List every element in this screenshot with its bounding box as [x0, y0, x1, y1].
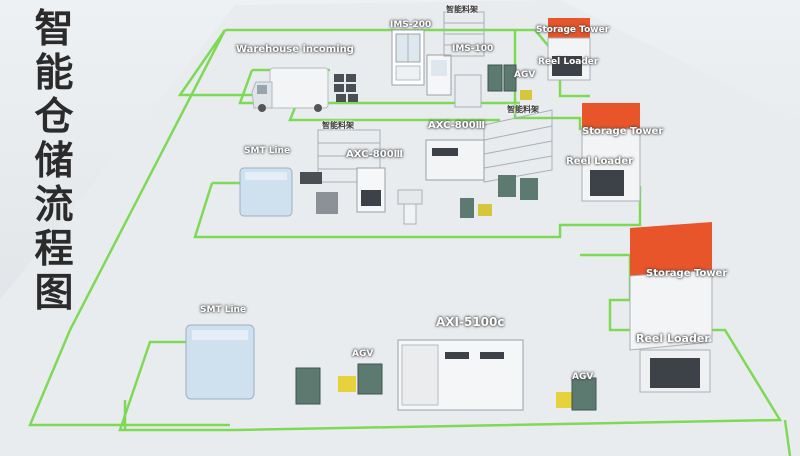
ims-200-cabinet — [391, 29, 425, 86]
smt-line-1-machine — [239, 167, 293, 217]
label-agv-3: AGV — [572, 372, 594, 382]
label-agv-1: AGV — [514, 70, 536, 80]
route-right-edge — [783, 419, 792, 456]
label-storage-tower-3: Storage Tower — [646, 268, 728, 279]
label-storage-tower-2: Storage Tower — [582, 126, 664, 137]
warehouse-carts — [454, 64, 532, 108]
title-char: 智 — [34, 7, 74, 52]
label-smt-line-2: SMT Line — [200, 305, 247, 315]
axc-800-machine-a — [425, 139, 485, 181]
label-storage-tower-1: Storage Tower — [536, 25, 610, 35]
warehouse-rack — [443, 11, 485, 57]
route-warehouse-bottom — [238, 69, 520, 105]
title-char: 图 — [34, 271, 74, 316]
storage-tower-1 — [547, 18, 591, 81]
label-smart-rack-1: 智能料架 — [446, 5, 478, 14]
agv-cart-2 — [556, 377, 597, 411]
label-reel-loader-2: Reel Loader — [566, 156, 634, 167]
label-reel-loader-1: Reel Loader — [538, 57, 599, 67]
warehouse-truck — [251, 67, 329, 112]
route-mid-loop — [193, 182, 642, 239]
mid-tables — [397, 189, 423, 225]
agv-cart-1 — [295, 363, 383, 405]
diagram-title: 智 能 仓 储 流 程 图 — [30, 8, 78, 316]
axi-5100c-machine — [397, 339, 524, 411]
label-axc-800-b: AXC-800Ⅲ — [346, 149, 404, 160]
mid-carts — [300, 172, 538, 218]
label-axi-5100c: AXI-5100c — [436, 315, 505, 329]
smt-line-2-machine — [185, 324, 255, 400]
label-axc-800-a: AXC-800Ⅲ — [428, 120, 486, 131]
title-char: 仓 — [34, 95, 74, 140]
title-char: 程 — [34, 227, 74, 272]
label-reel-loader-3: Reel Loader — [636, 332, 710, 345]
label-warehouse-incoming: Warehouse incoming — [236, 44, 354, 55]
label-ims-100: IMS-100 — [452, 44, 494, 54]
label-smt-line-1: SMT Line — [244, 146, 291, 156]
axc-800-machine-b — [356, 167, 386, 213]
incoming-pallets — [334, 74, 358, 102]
label-agv-2: AGV — [352, 349, 374, 359]
title-char: 能 — [34, 51, 74, 96]
ims-100-cabinet — [426, 54, 452, 96]
title-char: 流 — [34, 183, 74, 228]
storage-tower-3 — [629, 222, 713, 393]
title-char: 储 — [34, 139, 74, 184]
storage-tower-2 — [581, 103, 641, 202]
route-outer-left — [28, 29, 230, 427]
label-smart-rack-2: 智能料架 — [322, 121, 354, 130]
label-ims-200: IMS-200 — [390, 20, 432, 30]
label-smart-rack-3: 智能料架 — [507, 105, 539, 114]
